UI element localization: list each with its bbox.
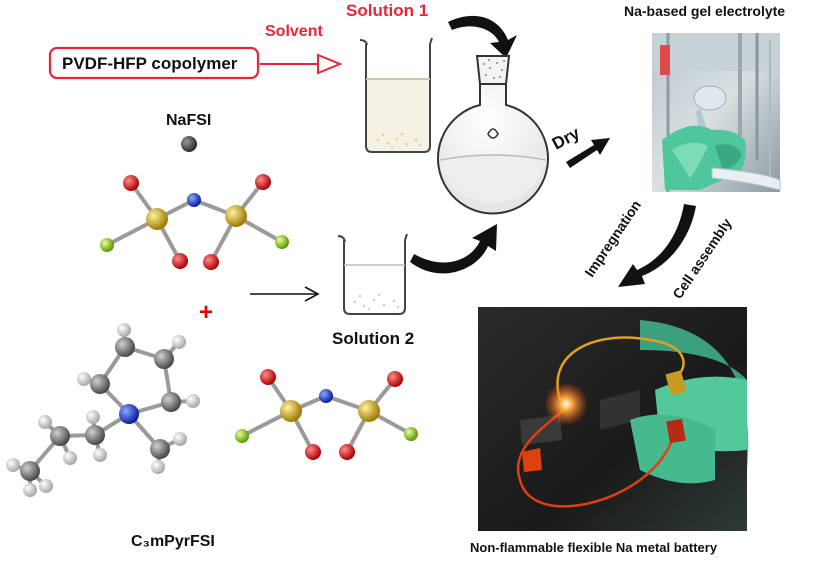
- copolymer-box: [48, 46, 260, 80]
- sodium-atom: [181, 136, 197, 152]
- impregnation-arrow: [618, 204, 696, 287]
- gel-title: Na-based gel electrolyte: [624, 3, 785, 19]
- arrow-to-flask-bottom: [410, 224, 497, 274]
- round-bottom-flask: [437, 55, 549, 215]
- battery-photo: [478, 307, 749, 531]
- copolymer-label: PVDF-HFP copolymer: [62, 54, 238, 73]
- beaker-solution1: [359, 37, 433, 153]
- arrow-to-flask-top: [448, 15, 517, 58]
- ionic-liquid-label: C₃mPyrFSI: [131, 533, 215, 550]
- nafsi-label: NaFSI: [166, 112, 211, 129]
- pyrrolidinium-cation: [6, 323, 200, 497]
- gel-electrolyte-photo: [652, 33, 781, 192]
- solvent-label: Solvent: [265, 23, 323, 40]
- fsi-anion-1: [100, 174, 289, 270]
- copolymer-arrow: [260, 53, 343, 75]
- arrow-to-beaker2: [250, 286, 320, 302]
- solution2-label: Solution 2: [332, 329, 414, 348]
- solution1-label: Solution 1: [346, 1, 428, 20]
- beaker-solution2: [337, 233, 408, 315]
- battery-caption: Non-flammable flexible Na metal battery: [470, 540, 718, 555]
- dry-label: Dry: [549, 123, 583, 153]
- plus-sign: +: [199, 299, 213, 326]
- dry-arrow: [566, 138, 610, 168]
- fsi-anion-2: [235, 369, 418, 460]
